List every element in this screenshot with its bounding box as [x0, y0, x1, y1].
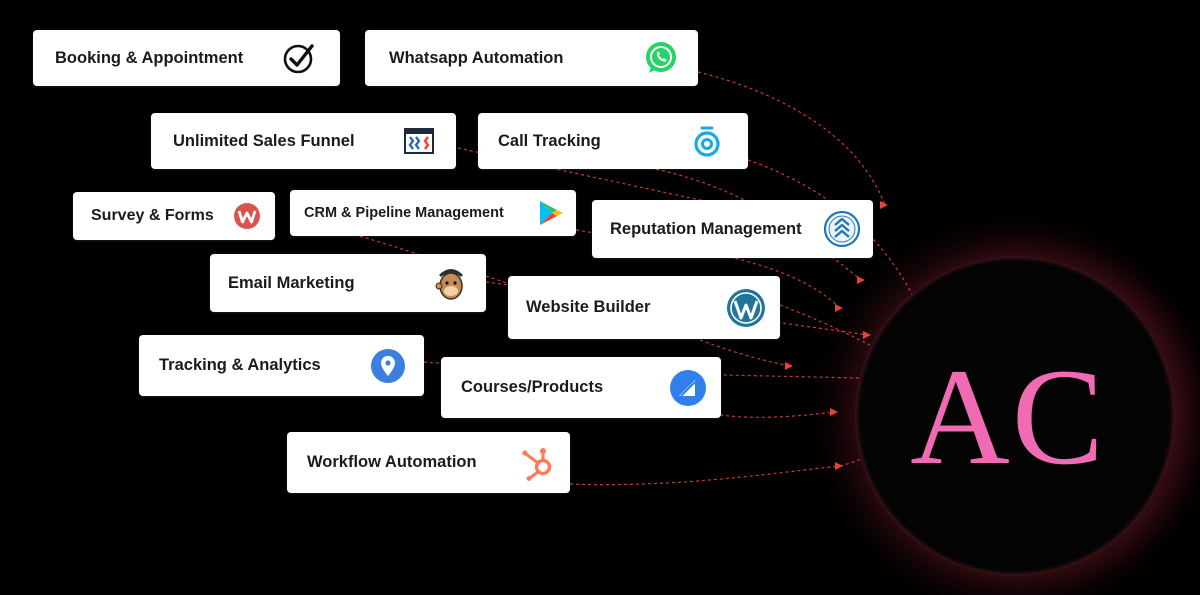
play-store-icon [538, 199, 564, 227]
reputation-chevrons-icon [823, 210, 861, 248]
connector-arrowhead [835, 462, 843, 470]
hub-label: AC [910, 339, 1106, 493]
service-label: Reputation Management [610, 219, 802, 238]
service-label: Tracking & Analytics [159, 356, 321, 374]
check-circle-icon [282, 41, 316, 75]
service-label: Courses/Products [461, 378, 604, 396]
connector-arrowhead [835, 304, 843, 312]
hub-circle: AC [855, 256, 1175, 576]
service-card-workflow-automation[interactable]: Workflow Automation [287, 432, 570, 493]
hubspot-icon [518, 444, 556, 482]
service-label: Unlimited Sales Funnel [173, 131, 355, 150]
connector-arrowhead [830, 408, 838, 416]
service-label: Booking & Appointment [55, 48, 244, 67]
service-label: Survey & Forms [91, 207, 214, 224]
kajabi-icon [669, 369, 707, 407]
service-card-reputation-management[interactable]: Reputation Management [592, 200, 873, 258]
service-label: Workflow Automation [307, 453, 477, 471]
connector-arrowhead [785, 362, 793, 370]
service-label: CRM & Pipeline Management [304, 205, 504, 221]
service-label: Call Tracking [498, 131, 601, 150]
service-card-email-marketing[interactable]: Email Marketing [210, 254, 486, 312]
location-pin-icon [370, 348, 406, 384]
service-card-unlimited-sales-funnel[interactable]: Unlimited Sales Funnel [151, 113, 456, 169]
connector-arrowhead [863, 331, 871, 339]
service-card-crm-pipeline-management[interactable]: CRM & Pipeline Management [290, 190, 576, 236]
connector-line [575, 229, 841, 309]
mailchimp-icon [434, 265, 468, 301]
service-card-tracking-analytics[interactable]: Tracking & Analytics [139, 335, 424, 396]
clickfunnels-icon [404, 127, 434, 155]
service-card-courses-products[interactable]: Courses/Products [441, 357, 721, 418]
wufoo-icon [233, 202, 261, 230]
connector-arrowhead [880, 201, 888, 209]
connector-line [747, 159, 916, 301]
service-card-website-builder[interactable]: Website Builder [508, 276, 780, 339]
service-label: Website Builder [526, 298, 651, 316]
connector-line [779, 304, 871, 346]
wordpress-icon [726, 288, 766, 328]
connector-arrowhead [857, 276, 865, 284]
call-tracking-icon [692, 125, 722, 157]
service-label: Email Marketing [228, 273, 355, 292]
connector-line [697, 71, 886, 206]
whatsapp-icon [644, 41, 678, 75]
service-card-survey-forms[interactable]: Survey & Forms [73, 192, 275, 240]
connector-line [699, 339, 791, 367]
service-card-call-tracking[interactable]: Call Tracking [478, 113, 748, 169]
service-card-whatsapp-automation[interactable]: Whatsapp Automation [365, 30, 698, 86]
connector-line [719, 411, 836, 418]
service-card-booking-appointment[interactable]: Booking & Appointment [33, 30, 340, 86]
service-label: Whatsapp Automation [389, 48, 564, 67]
connector-line [569, 465, 841, 486]
